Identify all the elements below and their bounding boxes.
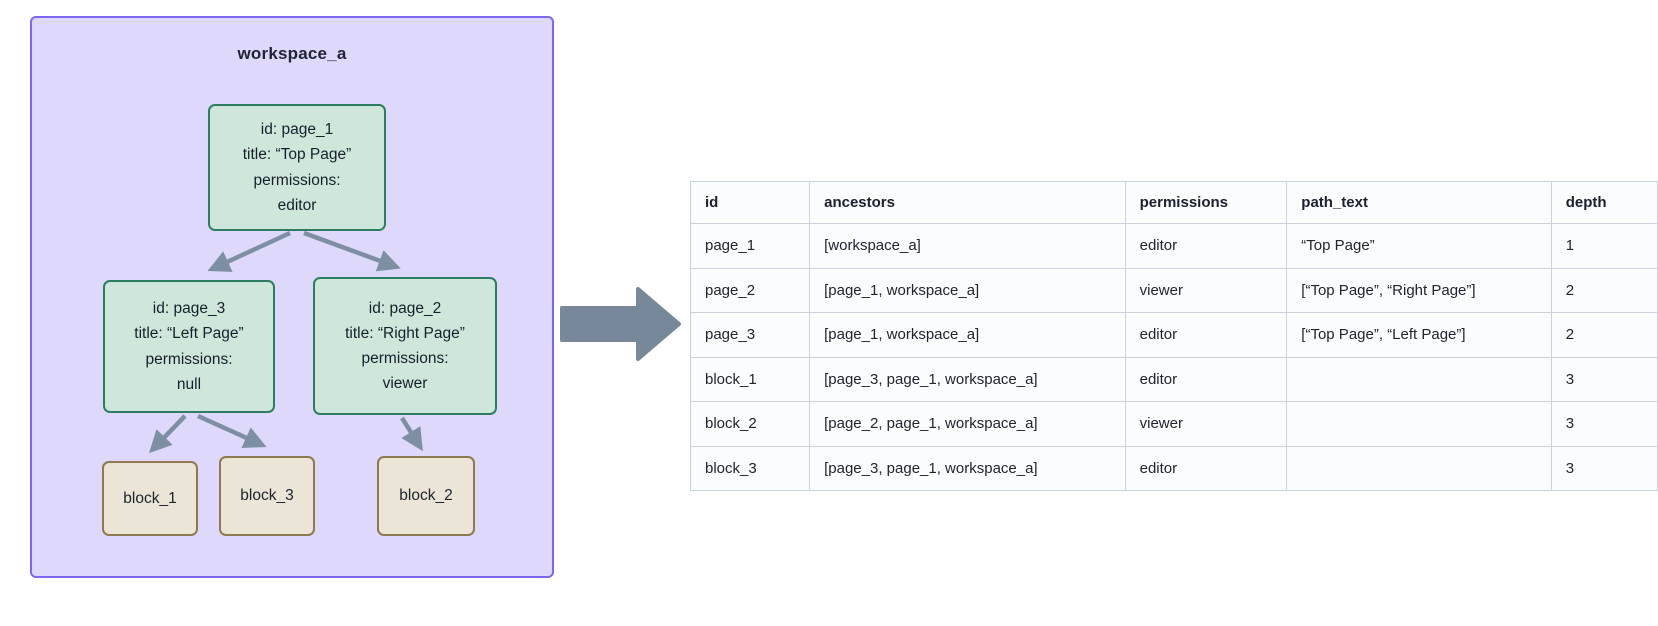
cell-ancestors: [page_3, page_1, workspace_a]	[809, 356, 1126, 402]
node-id: id: page_2	[368, 299, 442, 317]
cell-id: block_1	[689, 356, 811, 402]
cell-id: page_3	[689, 312, 811, 358]
workspace-container: workspace_a id: page_1 title: “Top Page”…	[30, 16, 554, 578]
node-label: block_1	[123, 489, 177, 507]
table-row[interactable]: page_2 [page_1, workspace_a] viewer [“To…	[689, 267, 1658, 313]
tree-node-block_3[interactable]: block_3	[219, 456, 315, 536]
column-header-id[interactable]: id	[689, 181, 811, 224]
edge-page_2-block_2	[400, 416, 423, 452]
node-title: title: “Right Page”	[345, 324, 465, 342]
cell-depth: 1	[1550, 223, 1658, 269]
table-row[interactable]: block_1 [page_3, page_1, workspace_a] ed…	[689, 356, 1658, 402]
node-label: block_2	[399, 487, 453, 504]
node-label: block_3	[240, 487, 294, 504]
node-id: id: page_3	[152, 300, 226, 318]
cell-permissions: editor	[1124, 223, 1288, 269]
result-table: id ancestors permissions path_text depth…	[689, 181, 1658, 491]
column-header-path_text[interactable]: path_text	[1286, 181, 1552, 224]
cell-id: page_2	[689, 267, 811, 313]
cell-permissions: viewer	[1124, 267, 1288, 313]
cell-id: block_3	[689, 445, 811, 491]
node-id: id: page_1	[260, 121, 334, 139]
cell-permissions: editor	[1124, 356, 1288, 402]
workspace-title: workspace_a	[237, 44, 347, 63]
node-title: title: “Top Page”	[242, 146, 352, 164]
node-title: title: “Left Page”	[134, 325, 244, 343]
cell-depth: 3	[1550, 356, 1658, 402]
table-row[interactable]: block_2 [page_2, page_1, workspace_a] vi…	[689, 401, 1658, 447]
edge-page_1-page_2	[303, 230, 401, 272]
tree-node-page_2[interactable]: id: page_2 title: “Right Page” permissio…	[313, 277, 497, 415]
cell-path_text	[1286, 445, 1552, 491]
node-permissions-value: null	[176, 375, 202, 393]
cell-path_text	[1286, 401, 1552, 447]
cell-permissions: viewer	[1124, 401, 1288, 447]
table-row[interactable]: page_3 [page_1, workspace_a] editor [“To…	[689, 312, 1658, 358]
cell-permissions: editor	[1124, 445, 1288, 491]
table-row[interactable]: block_3 [page_3, page_1, workspace_a] ed…	[689, 445, 1658, 491]
edge-page_1-page_3	[207, 230, 291, 272]
node-permissions-label: permissions:	[145, 350, 233, 368]
right-arrow-icon	[560, 287, 681, 361]
cell-depth: 3	[1550, 445, 1658, 491]
column-header-permissions[interactable]: permissions	[1124, 181, 1288, 224]
cell-path_text	[1286, 356, 1552, 402]
cell-depth: 2	[1550, 312, 1658, 358]
cell-id: page_1	[689, 223, 811, 269]
cell-permissions: editor	[1124, 312, 1288, 358]
cell-path_text: [“Top Page”, “Left Page”]	[1286, 312, 1552, 358]
tree-node-block_1[interactable]: block_1	[102, 461, 198, 536]
column-header-ancestors[interactable]: ancestors	[809, 181, 1126, 224]
column-header-depth[interactable]: depth	[1550, 181, 1658, 224]
tree-node-page_1[interactable]: id: page_1 title: “Top Page” permissions…	[208, 104, 386, 231]
cell-path_text: [“Top Page”, “Right Page”]	[1286, 267, 1552, 313]
cell-ancestors: [page_1, workspace_a]	[809, 267, 1126, 313]
node-permissions-label: permissions:	[361, 350, 449, 367]
node-permissions-value: viewer	[382, 375, 428, 393]
cell-ancestors: [page_2, page_1, workspace_a]	[809, 401, 1126, 447]
edge-page_3-block_1	[148, 414, 187, 454]
cell-ancestors: [workspace_a]	[809, 223, 1126, 269]
edge-page_3-block_3	[197, 413, 267, 448]
cell-depth: 3	[1550, 401, 1658, 447]
cell-ancestors: [page_1, workspace_a]	[809, 312, 1126, 358]
cell-depth: 2	[1550, 267, 1658, 313]
cell-path_text: “Top Page”	[1286, 223, 1552, 269]
node-permissions-value: editor	[277, 196, 317, 214]
cell-id: block_2	[689, 401, 811, 447]
table-header-row: id ancestors permissions path_text depth	[689, 181, 1658, 224]
node-permissions-label: permissions:	[253, 171, 341, 189]
table-row[interactable]: page_1 [workspace_a] editor “Top Page” 1	[689, 223, 1658, 269]
tree-node-block_2[interactable]: block_2	[377, 456, 475, 536]
tree-node-page_3[interactable]: id: page_3 title: “Left Page” permission…	[103, 280, 275, 413]
cell-ancestors: [page_3, page_1, workspace_a]	[809, 445, 1126, 491]
